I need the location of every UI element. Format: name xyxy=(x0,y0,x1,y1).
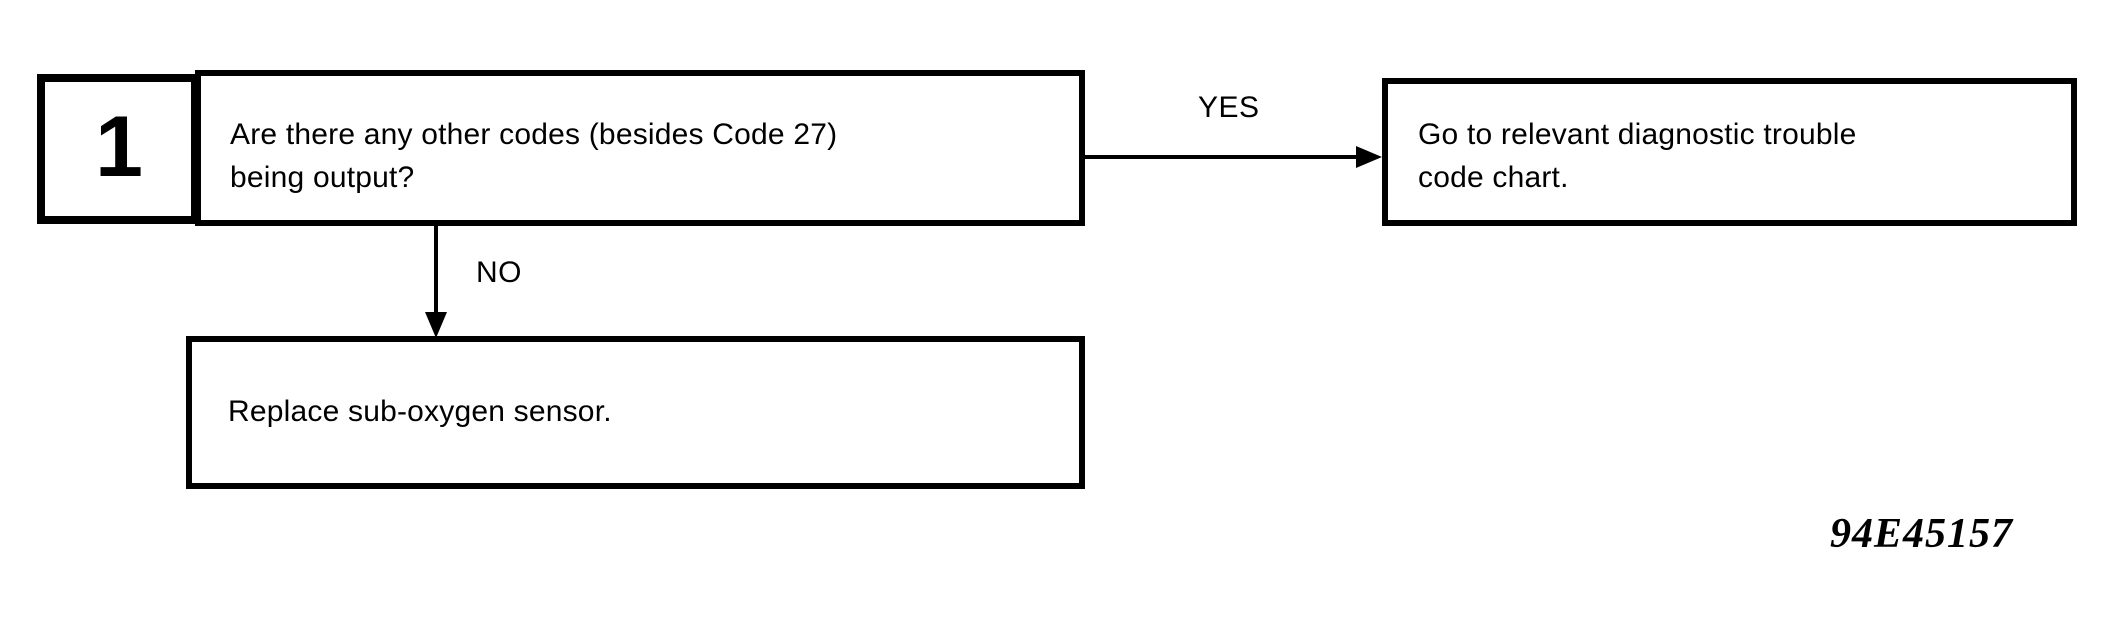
no-connector-line xyxy=(434,224,438,316)
yes-outcome-box xyxy=(1382,78,2077,226)
yes-outcome-text: Go to relevant diagnostic trouble code c… xyxy=(1418,118,1857,194)
no-branch-label: NO xyxy=(476,256,522,289)
yes-arrowhead-icon xyxy=(1356,146,1382,168)
no-outcome-box xyxy=(186,336,1085,489)
question-box xyxy=(195,70,1085,226)
figure-id-label: 94E45157 xyxy=(1830,511,2014,557)
yes-connector-line xyxy=(1083,155,1366,159)
question-text: Are there any other codes (besides Code … xyxy=(230,118,838,194)
step-number-box: 1 xyxy=(37,74,199,224)
yes-branch-label: YES xyxy=(1198,91,1260,124)
no-outcome-text: Replace sub-oxygen sensor. xyxy=(228,395,612,428)
no-arrowhead-icon xyxy=(425,312,447,338)
step-number-label: 1 xyxy=(95,99,143,195)
